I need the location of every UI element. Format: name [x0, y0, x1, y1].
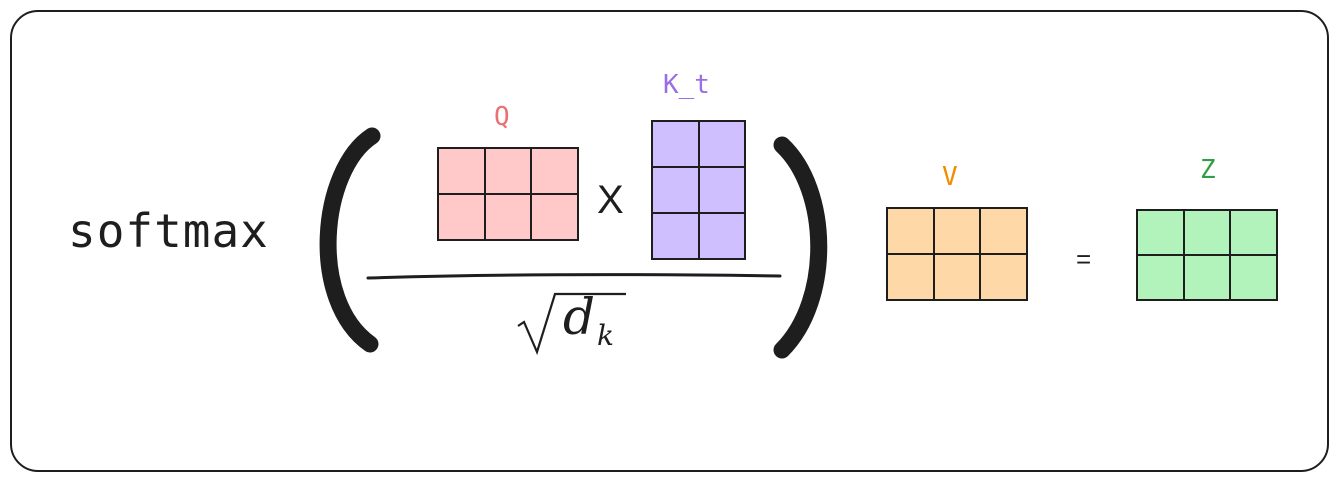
matrix-label-v: V	[942, 162, 958, 192]
equals-operator: =	[1076, 244, 1092, 274]
matrix-q	[437, 147, 579, 241]
left-parenthesis	[319, 127, 381, 353]
matrix-cell	[980, 254, 1027, 300]
matrix-cell	[1137, 210, 1184, 255]
matrix-cell	[531, 148, 578, 194]
matrix-cell	[933, 208, 981, 254]
matrix-z	[1136, 209, 1278, 301]
matrix-cell	[1137, 255, 1184, 300]
matrix-cell	[887, 254, 934, 300]
matrix-label-z: Z	[1200, 155, 1216, 185]
matrix-k	[651, 120, 746, 260]
matrix-cell	[887, 208, 934, 254]
matrix-cell	[652, 213, 699, 259]
matrix-cell	[1230, 210, 1277, 255]
matrix-cell	[652, 121, 699, 167]
multiply-operator: X	[597, 178, 624, 222]
matrix-cell	[698, 121, 745, 167]
matrix-cell	[652, 167, 699, 213]
fraction-bar	[366, 273, 782, 280]
denominator-d: d	[563, 288, 596, 346]
matrix-cell	[1230, 255, 1277, 300]
matrix-cell	[484, 148, 532, 194]
matrix-cell	[1183, 255, 1231, 300]
matrix-cell	[531, 194, 578, 240]
matrix-cell	[438, 194, 485, 240]
matrix-cell	[933, 254, 981, 300]
matrix-cell	[1183, 210, 1231, 255]
matrix-label-q: Q	[494, 102, 510, 132]
right-parenthesis	[773, 136, 828, 359]
matrix-cell	[438, 148, 485, 194]
matrix-cell	[698, 213, 745, 259]
sqrt-sign	[517, 292, 626, 356]
denominator-subscript-k: k	[597, 319, 614, 352]
matrix-cell	[698, 167, 745, 213]
matrix-v	[886, 207, 1028, 301]
matrix-label-k: K_t	[663, 70, 710, 100]
softmax-label: softmax	[68, 204, 269, 258]
matrix-cell	[484, 194, 532, 240]
matrix-cell	[980, 208, 1027, 254]
